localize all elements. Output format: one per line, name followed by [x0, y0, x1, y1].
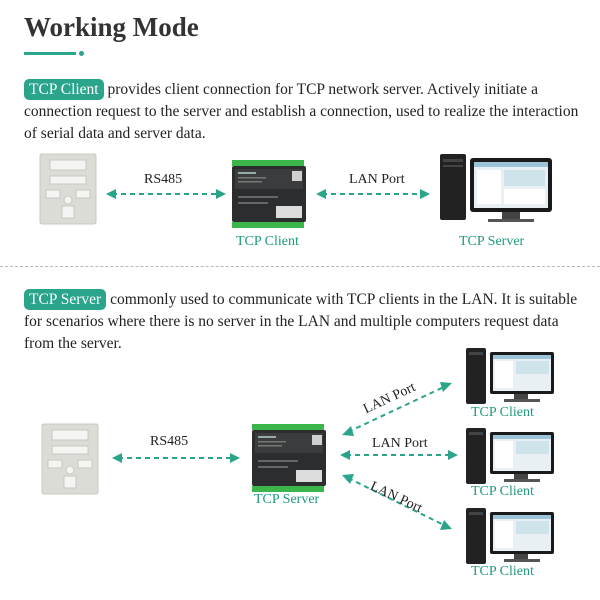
lan-port-label-top: LAN Port: [349, 172, 405, 187]
tcp-server-device-label: TCP Server: [254, 492, 320, 507]
tcp-client-badge: TCP Client: [24, 79, 104, 100]
lan-link-arrow-1: [342, 382, 452, 436]
section-divider: [0, 266, 600, 267]
title-underline: [24, 52, 76, 55]
tcp-server-computer-label: TCP Server: [459, 234, 525, 249]
server-description-text: commonly used to communicate with TCP cl…: [24, 291, 578, 352]
page-title: Working Mode: [24, 12, 199, 42]
lan-link-arrow-top: [316, 189, 430, 199]
client-description-text: provides client connection for TCP netwo…: [24, 81, 579, 142]
tcp-client-label-2: TCP Client: [471, 484, 534, 499]
tcp-client-label-3: TCP Client: [471, 564, 534, 579]
client-computer-3: [466, 508, 554, 564]
lan-link-arrow-3: [342, 474, 452, 530]
tcp-client-label-1: TCP Client: [471, 405, 534, 420]
client-computer-2: [466, 428, 554, 484]
rs485-label-bottom: RS485: [150, 434, 189, 449]
serial-meter-device: [39, 153, 97, 225]
rs485-link-arrow-top: [106, 189, 226, 199]
lan-link-arrow-2: [340, 450, 458, 460]
client-description: TCP Client provides client connection fo…: [24, 79, 584, 145]
tcp-server-badge: TCP Server: [24, 289, 107, 310]
serial-meter-device-bottom: [41, 423, 99, 495]
server-computer: [440, 154, 552, 222]
client-computer-1: [466, 348, 554, 404]
tcp-client-device-label: TCP Client: [236, 234, 299, 249]
tcp-client-gateway-device: [232, 160, 306, 228]
title-underline-dot: [79, 51, 84, 56]
tcp-server-gateway-device: [252, 424, 326, 492]
rs485-label-top: RS485: [144, 172, 183, 187]
lan-port-label-2: LAN Port: [372, 436, 428, 451]
rs485-link-arrow-bottom: [112, 453, 240, 463]
server-description: TCP Server commonly used to communicate …: [24, 289, 584, 355]
